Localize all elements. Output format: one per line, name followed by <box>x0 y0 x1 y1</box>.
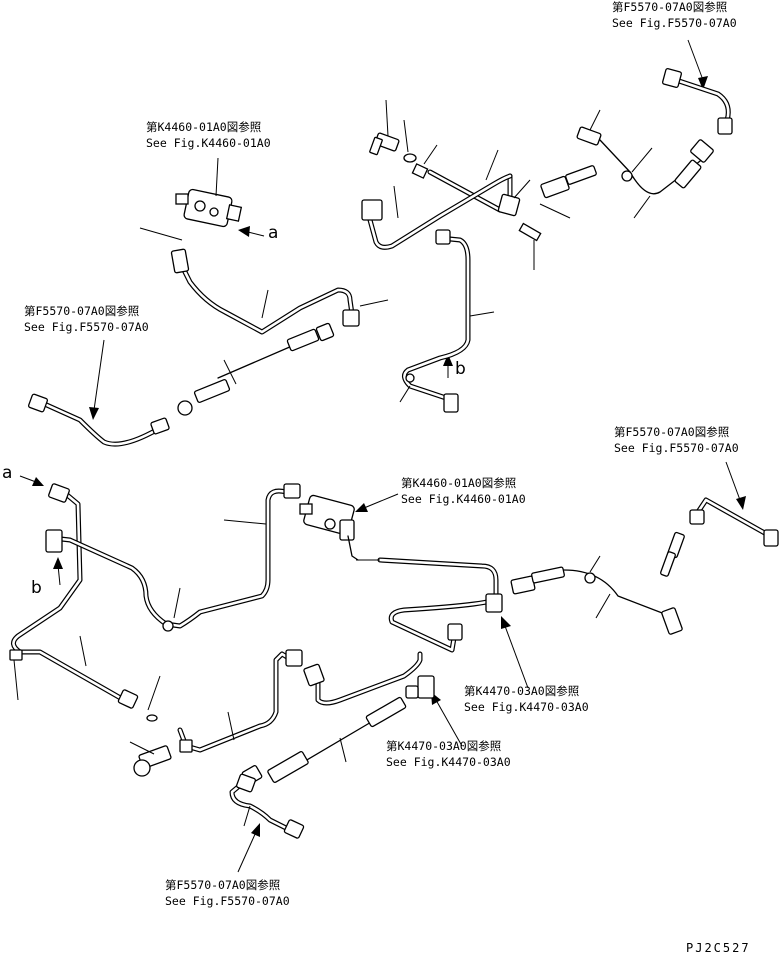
upper-left-assembly <box>28 157 389 447</box>
reference-en: See Fig.F5570-07A0 <box>165 894 290 908</box>
reference-jp: 第K4460-01A0図参照 <box>146 120 261 134</box>
reference-jp: 第F5570-07A0図参照 <box>165 878 280 892</box>
reference-en: See Fig.F5570-07A0 <box>612 16 737 30</box>
reference-jp: 第K4470-03A0図参照 <box>386 739 501 753</box>
marker-a-bottom: a <box>2 463 12 483</box>
reference-label-f5570-mid-right: 第F5570-07A0図参照 See Fig.F5570-07A0 <box>614 425 739 455</box>
arrow-marks <box>19 39 746 873</box>
reference-label-k4470-right: 第K4470-03A0図参照 See Fig.K4470-03A0 <box>464 684 589 714</box>
reference-en: See Fig.F5570-07A0 <box>614 441 739 455</box>
drawing-code: PJ2C527 <box>686 941 751 955</box>
reference-jp: 第K4460-01A0図参照 <box>401 476 516 490</box>
reference-en: See Fig.F5570-07A0 <box>24 320 149 334</box>
reference-en: See Fig.K4460-01A0 <box>146 136 271 150</box>
lower-assembly <box>9 483 779 839</box>
reference-jp: 第F5570-07A0図参照 <box>612 0 727 14</box>
reference-jp: 第K4470-03A0図参照 <box>464 684 579 698</box>
reference-label-k4470-center: 第K4470-03A0図参照 See Fig.K4470-03A0 <box>386 739 511 769</box>
reference-label-f5570-top-right: 第F5570-07A0図参照 See Fig.F5570-07A0 <box>612 0 737 30</box>
marker-b-bottom: b <box>31 578 42 598</box>
reference-en: See Fig.K4470-03A0 <box>386 755 511 769</box>
reference-label-f5570-bottom: 第F5570-07A0図参照 See Fig.F5570-07A0 <box>165 878 290 908</box>
marker-b-top: b <box>455 359 466 379</box>
reference-label-f5570-top-left: 第F5570-07A0図参照 See Fig.F5570-07A0 <box>24 304 149 334</box>
reference-label-k4460-mid: 第K4460-01A0図参照 See Fig.K4460-01A0 <box>401 476 526 506</box>
brake-valve-mid <box>299 494 359 561</box>
reference-jp: 第F5570-07A0図参照 <box>24 304 139 318</box>
marker-a-top: a <box>268 223 278 243</box>
upper-right-assembly <box>361 68 733 413</box>
reference-jp: 第F5570-07A0図参照 <box>614 425 729 439</box>
brake-valve-top <box>175 157 243 228</box>
reference-en: See Fig.K4470-03A0 <box>464 700 589 714</box>
reference-label-k4460-top: 第K4460-01A0図参照 See Fig.K4460-01A0 <box>146 120 271 150</box>
reference-en: See Fig.K4460-01A0 <box>401 492 526 506</box>
